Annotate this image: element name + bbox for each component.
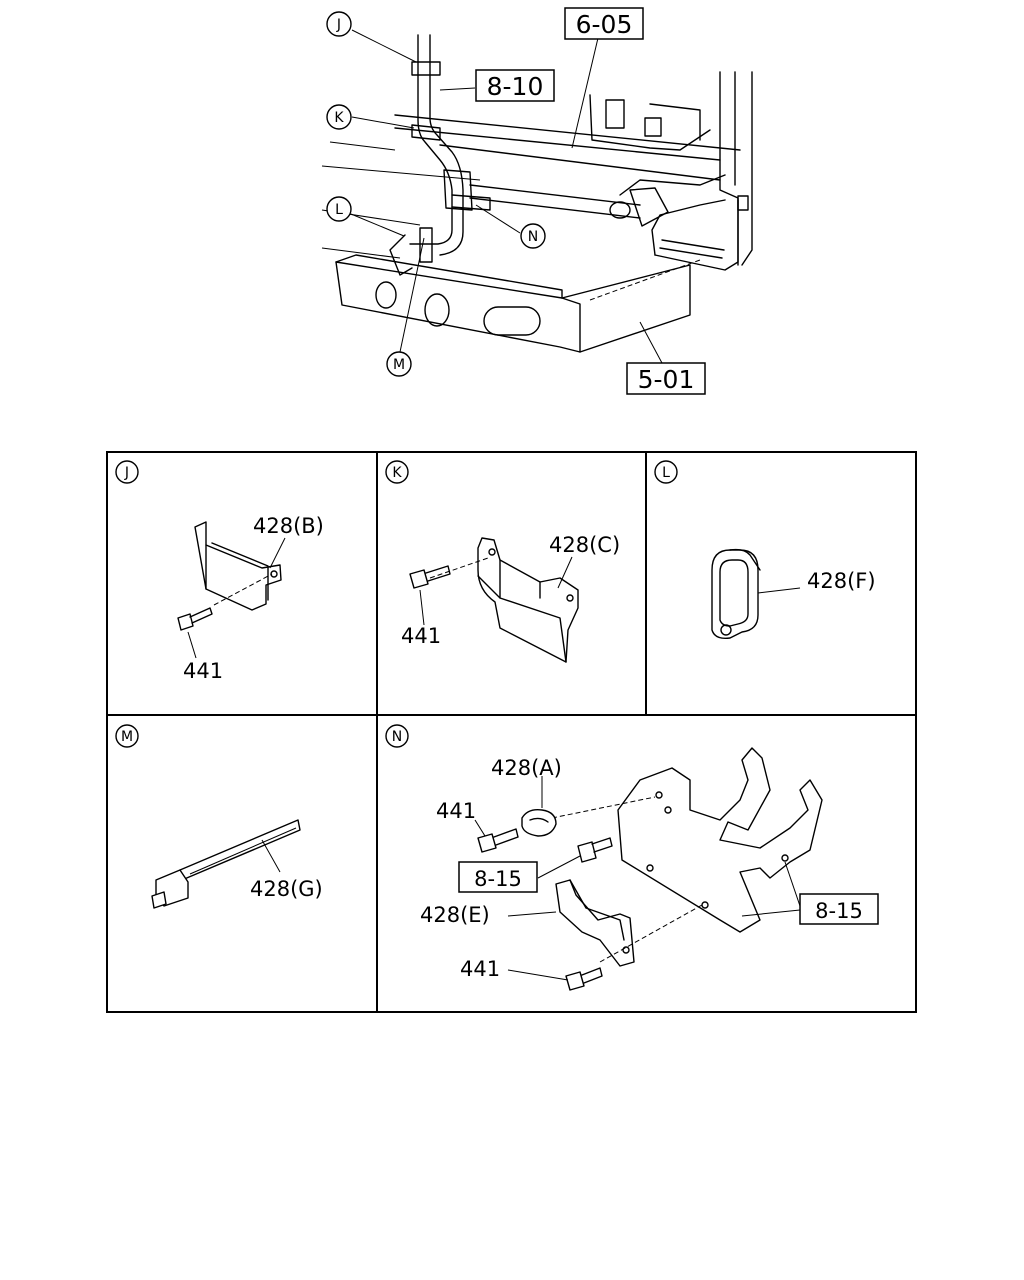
ref-8-10: 8-10 <box>487 72 544 101</box>
label-428C: 428(C) <box>549 533 620 557</box>
panel-J: J 428(B) 441 <box>115 460 324 683</box>
frame-rail <box>335 254 701 353</box>
label-441-N-top: 441 <box>436 799 476 823</box>
label-428G: 428(G) <box>250 877 323 901</box>
panel-L: L 428(F) <box>654 460 876 640</box>
detail-grid <box>106 451 917 1013</box>
panel-J-letter: J <box>124 465 129 481</box>
label-428B: 428(B) <box>253 514 324 538</box>
bolt-441-N-top <box>477 828 519 853</box>
panel-L-letter: L <box>662 465 670 481</box>
panel-N: N <box>385 724 879 991</box>
callout-K <box>326 104 352 130</box>
bracket-plate <box>551 747 823 933</box>
callout-L <box>326 196 352 222</box>
cab-structure <box>589 71 753 271</box>
panel-K: K 428(C) 441 <box>385 460 620 663</box>
bracket-428C <box>429 537 579 663</box>
ref-box-8-15-right <box>799 893 879 925</box>
spacer-8-15 <box>577 837 613 863</box>
ref-8-15-right: 8-15 <box>815 899 863 923</box>
callout-J-label: J <box>336 17 341 33</box>
ref-5-01: 5-01 <box>638 365 695 394</box>
panel-M: M 428(G) <box>115 724 323 909</box>
callout-J <box>326 11 352 37</box>
label-428F: 428(F) <box>807 569 876 593</box>
ref-8-15-left: 8-15 <box>474 867 522 891</box>
ref-box-8-15-left <box>458 861 538 893</box>
label-441-K: 441 <box>401 624 441 648</box>
panel-N-letter: N <box>392 729 402 745</box>
bolt-441-K <box>409 565 451 589</box>
clamp-428A <box>521 808 557 837</box>
bracket-428E <box>555 879 703 967</box>
bracket-428B <box>194 521 282 611</box>
label-441-J: 441 <box>183 659 223 683</box>
bolt-441-J <box>177 607 213 631</box>
callout-M-label: M <box>393 357 405 373</box>
clip-428F <box>711 548 761 640</box>
overview-illustration: J K L M N 6-05 8-10 5-01 <box>321 7 753 395</box>
panel-K-letter: K <box>392 465 402 481</box>
label-428E: 428(E) <box>420 903 490 927</box>
ref-box-5-01 <box>626 362 706 395</box>
label-441-N-bottom: 441 <box>460 957 500 981</box>
callout-L-label: L <box>335 202 343 218</box>
callout-N <box>520 223 546 249</box>
ref-6-05: 6-05 <box>576 10 633 39</box>
bolt-441-N-bottom <box>565 967 603 991</box>
panel-M-letter: M <box>121 729 133 745</box>
ref-box-6-05 <box>564 7 644 40</box>
label-428A: 428(A) <box>491 756 562 780</box>
brake-lines <box>389 34 491 276</box>
ref-box-8-10 <box>475 69 555 102</box>
callout-M <box>386 351 412 377</box>
callout-K-label: K <box>334 110 344 126</box>
callout-N-label: N <box>528 229 538 245</box>
cable-tie-428G <box>151 819 301 909</box>
